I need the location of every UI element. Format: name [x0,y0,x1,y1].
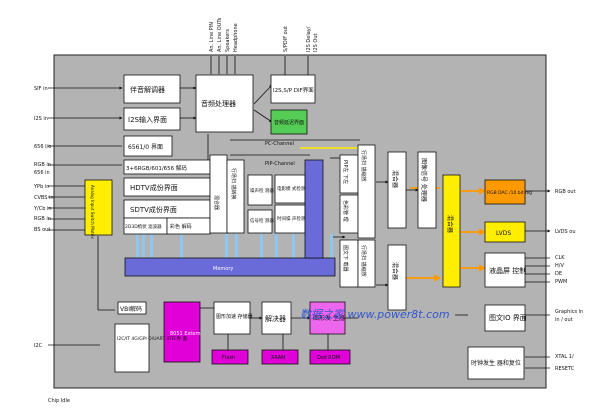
right-label: H/V [555,263,564,269]
right-label: LVDS ou [555,229,576,235]
text-doc-label: 图文下 载器 [342,245,349,272]
pc-channel-label: PC-Channel [265,141,294,147]
cpu-label: 8051 Extern [170,331,201,337]
rgb-601-label: 3+6RGB/601/656 解码 [126,164,187,172]
left-labels: SIF in I2S in 656 I/o RGB in 656 in YPb … [33,86,54,349]
left-label: YPb in [33,184,49,190]
left-label: 656 I/o [34,144,51,150]
pip-channel-label: PIP-Channel [265,161,295,167]
scaler-a-label: 行场扫 描缩放 [360,150,367,182]
top-label: Speakers [225,29,231,52]
audio-delay-block [270,109,308,135]
lcd-ctrl-label: 液晶屏 控制 [489,266,526,275]
mixer-right-label: 混合器 [446,215,454,233]
mixer-right-block [442,174,461,288]
decoder-label: 解决器 [265,314,286,323]
i2c-if-label: I2C/IT 4G/GPI O/UART /RTC界 面 [117,336,187,342]
audio-demod-label: 伴音解调器 [130,85,165,94]
audio-proc-label: 音频处理器 [201,99,236,108]
color-dec-label: 彩色 解码 [170,223,192,230]
memory-vertical [304,159,324,259]
top-labels: An. Line PIN An. Line OUTs Speakers Head… [209,17,319,52]
right-label: RGB out [555,189,576,195]
xram-label: XRAM [271,355,285,361]
top-label: I2S Out [313,33,319,52]
left-label: RGB in [34,162,51,168]
flash-label: Flash [222,355,235,361]
pip-left-label: PIP左 下左 [342,160,349,184]
rgb-dac-block [484,179,526,205]
color-mgmt-label: 色彩管 理 [342,200,349,222]
left-label: SIF in [34,86,48,92]
i2s-spdif-label: I2S,S/P DIF界面 [273,87,314,94]
left-label: I2S in [34,116,48,122]
memory-label: Memory [213,266,233,272]
osd-rom-block [309,349,351,365]
film-mode-label: 电影模 式检测 [277,185,306,192]
deinterlace-label: 行场扫 描转换 [230,168,237,200]
vbi-label: VBI解码 [120,305,142,313]
memory-bus [124,257,336,277]
sdtv-label: SDTV成份界面 [130,205,177,214]
audio-delay-label: 音频延迟界面 [274,119,304,126]
white-blocks [114,74,526,380]
right-label: in / out [555,317,573,323]
right-label: PWM [555,279,567,285]
time-det-label: 时间噪 声检测 [277,215,306,222]
left-label: RGB in [34,216,51,222]
hdtv-label: HDTV成份界面 [130,183,178,192]
i2s-input-label: I2S输入界面 [128,115,167,124]
right-labels: RGB out LVDS ou CLK H/V DE PWM Graphics … [555,189,583,372]
comb-label: 2D3D梳状 滤波器 [125,223,162,230]
flash-block [211,349,249,365]
right-label: CLK [555,255,565,261]
right-label: XTAL 1/ [555,354,574,360]
top-label: S/PDIF out [283,26,289,52]
clock-gen-label: 时钟发生 器和复位 [471,359,521,367]
lvds-block [484,221,526,243]
top-label: An. Line OUTs [217,17,223,52]
footnote: Chip Idle [48,398,70,404]
top-label: Headphone [233,23,239,52]
scaler-c-label: 行场扫 描缩放 [360,245,367,277]
graphics-acc-label: 图形加速 存储器 [216,313,253,320]
rgb-dac-label: RGB DAC /10 bit dig [487,190,532,196]
right-label: Graphics in [555,309,583,315]
signal-det-label: 信号检 测器 [250,217,274,224]
osd-gen-label: 图形发 生器 [313,314,345,322]
motion-det-label: 噪声检 测器 [250,187,274,194]
cpu-block [163,301,201,363]
osd-gen-block [309,301,346,335]
image-enh-label: 图像信号 处理器 [420,158,428,202]
right-label: RESETC [555,366,575,372]
lvds-label: LVDS [496,230,511,237]
left-label: 656 in [34,170,50,176]
left-label: CVBS in [34,195,54,201]
mixer-top-label: 混合器 [391,170,399,188]
watermark: 数据之家 www.power8t.com [300,308,450,321]
left-label: I2C [34,343,43,349]
top-label: I2S Delay/ [306,26,312,52]
xram-block [261,349,299,365]
osd-if-label: 图文IO 界面 [489,313,527,322]
top-label: An. Line PIN [209,22,215,52]
left-label: Y/Cb in [33,206,52,212]
if-6561-label: 6561/0 界面 [128,144,163,151]
analog-switch-label: Analog Input Switch Matrix [90,185,95,239]
left-pins [48,86,123,346]
left-label: BS out [34,227,50,233]
mixer-mid-label: 混合器 [391,262,399,280]
block-labels: 伴音解调器 I2S输入界面 音频处理器 I2S,S/P DIF界面 音频延迟界面… [90,85,532,367]
mixer1-label: 混合器 [213,195,220,210]
right-pins [523,189,551,369]
analog-switch-block [84,179,113,236]
right-label: DE [555,271,562,277]
osd-rom-label: Osd ROM [317,355,340,361]
